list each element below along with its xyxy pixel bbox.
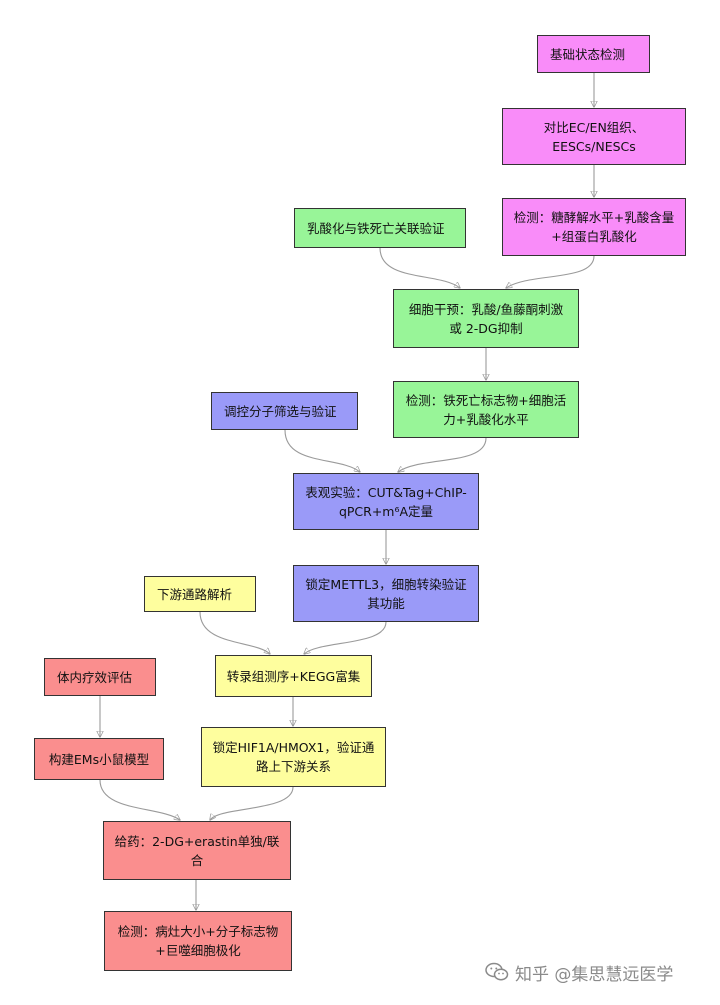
node-drug-administration[interactable]: 给药：2-DG+erastin单独/联合 (103, 821, 291, 880)
edge-n4-n5 (379, 247, 460, 288)
watermark: 知乎 @集思慧远医学 (485, 958, 673, 986)
node-regulator-screening[interactable]: 调控分子筛选与验证 (211, 392, 358, 430)
node-hif1a-hmox1[interactable]: 锁定HIF1A/HMOX1，验证通路上下游关系 (201, 727, 386, 787)
edge-n12-n15 (210, 786, 294, 820)
edge-n3-n5 (506, 255, 595, 288)
node-cell-intervention[interactable]: 细胞干预：乳酸/鱼藤酮刺激 或 2-DG抑制 (393, 289, 579, 348)
node-lesion-detection[interactable]: 检测：病灶大小+分子标志物+巨噬细胞极化 (104, 911, 292, 971)
node-in-vivo-efficacy[interactable]: 体内疗效评估 (44, 658, 156, 696)
node-downstream-analysis[interactable]: 下游通路解析 (144, 576, 256, 612)
wechat-logo-icon (485, 962, 509, 982)
node-baseline-detection[interactable]: 基础状态检测 (537, 35, 650, 73)
node-glycolysis-detection[interactable]: 检测：糖酵解水平+乳酸含量+组蛋白乳酸化 (502, 198, 686, 256)
node-lactylation-ferroptosis[interactable]: 乳酸化与铁死亡关联验证 (294, 208, 466, 248)
node-ferroptosis-detection[interactable]: 检测：铁死亡标志物+细胞活力+乳酸化水平 (393, 381, 579, 438)
watermark-text: 知乎 @集思慧远医学 (515, 964, 674, 985)
node-transcriptome-kegg[interactable]: 转录组测序+KEGG富集 (215, 655, 372, 697)
edge-n7-n8 (284, 429, 360, 472)
node-compare-tissues[interactable]: 对比EC/EN组织、EESCs/NESCs (502, 108, 686, 165)
node-epigenetic-assay[interactable]: 表观实验：CUT&Tag+ChIP-qPCR+m⁶A定量 (293, 473, 479, 530)
node-mettl3-validation[interactable]: 锁定METTL3，细胞转染验证其功能 (293, 565, 479, 622)
edge-n14-n15 (99, 779, 180, 820)
edge-n9-n11 (304, 621, 387, 654)
edge-n6-n8 (398, 437, 487, 472)
node-mouse-model[interactable]: 构建EMs小鼠模型 (34, 738, 164, 780)
edge-n10-n11 (199, 611, 270, 654)
